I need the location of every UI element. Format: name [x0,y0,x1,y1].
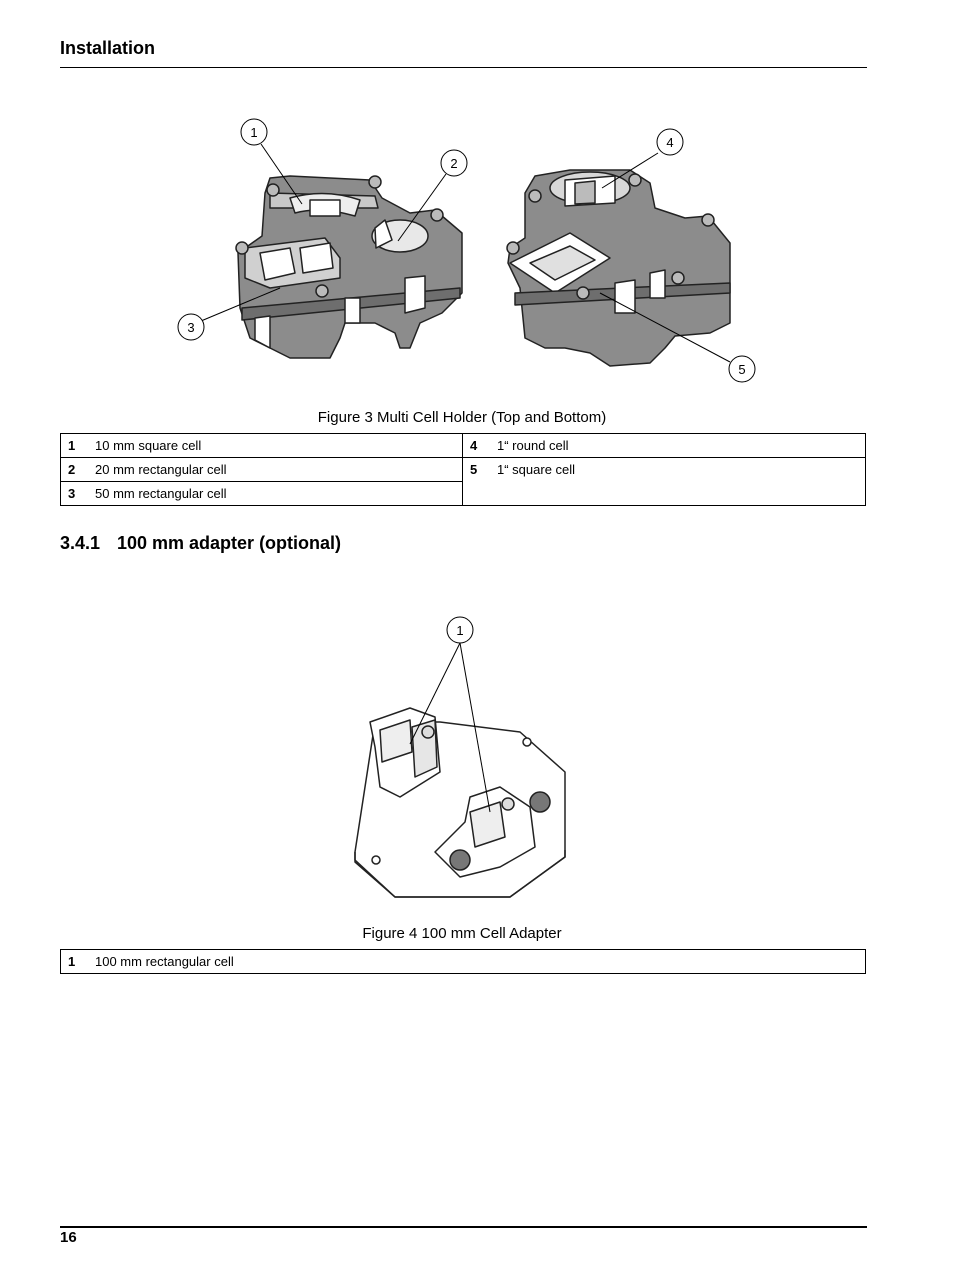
holder-top-view [235,175,463,359]
callout-label: 2 [450,156,457,171]
callout-label: 4 [666,135,673,150]
callout-3: 3 [177,313,205,341]
callout-label: 3 [187,320,194,335]
multi-cell-holder-illustration: 1 2 3 4 5 [177,118,756,383]
page-header-title: Installation [60,38,156,58]
callout-1: 1 [240,118,268,146]
callout-label: 1 [456,623,463,638]
figure-4-caption: Figure 4 100 mm Cell Adapter [362,925,562,942]
callout-2: 2 [440,149,468,177]
figure-3-caption: Figure 3 Multi Cell Holder (Top and Bott… [317,409,607,426]
section-heading: 3.4.1 100 mm adapter (optional) [60,533,341,554]
header-divider [60,67,867,68]
callout-label: 1 [250,125,257,140]
holder-bottom-view [506,169,731,367]
callout-1: 1 [446,616,474,644]
callout-label: 5 [738,362,745,377]
callout-leaders [409,642,491,813]
callout-leaders [200,143,731,363]
callout-5: 5 [728,355,756,383]
cell-adapter-illustration: 1 [354,616,566,898]
callout-4: 4 [656,128,684,156]
lower-cell-holder [434,786,551,878]
footer-divider [60,1226,867,1228]
section-number: 3.4.1 [60,533,101,553]
upper-cell-holder [369,707,441,798]
page-number: 16 [60,1229,77,1246]
section-title: 100 mm adapter (optional) [117,533,342,553]
